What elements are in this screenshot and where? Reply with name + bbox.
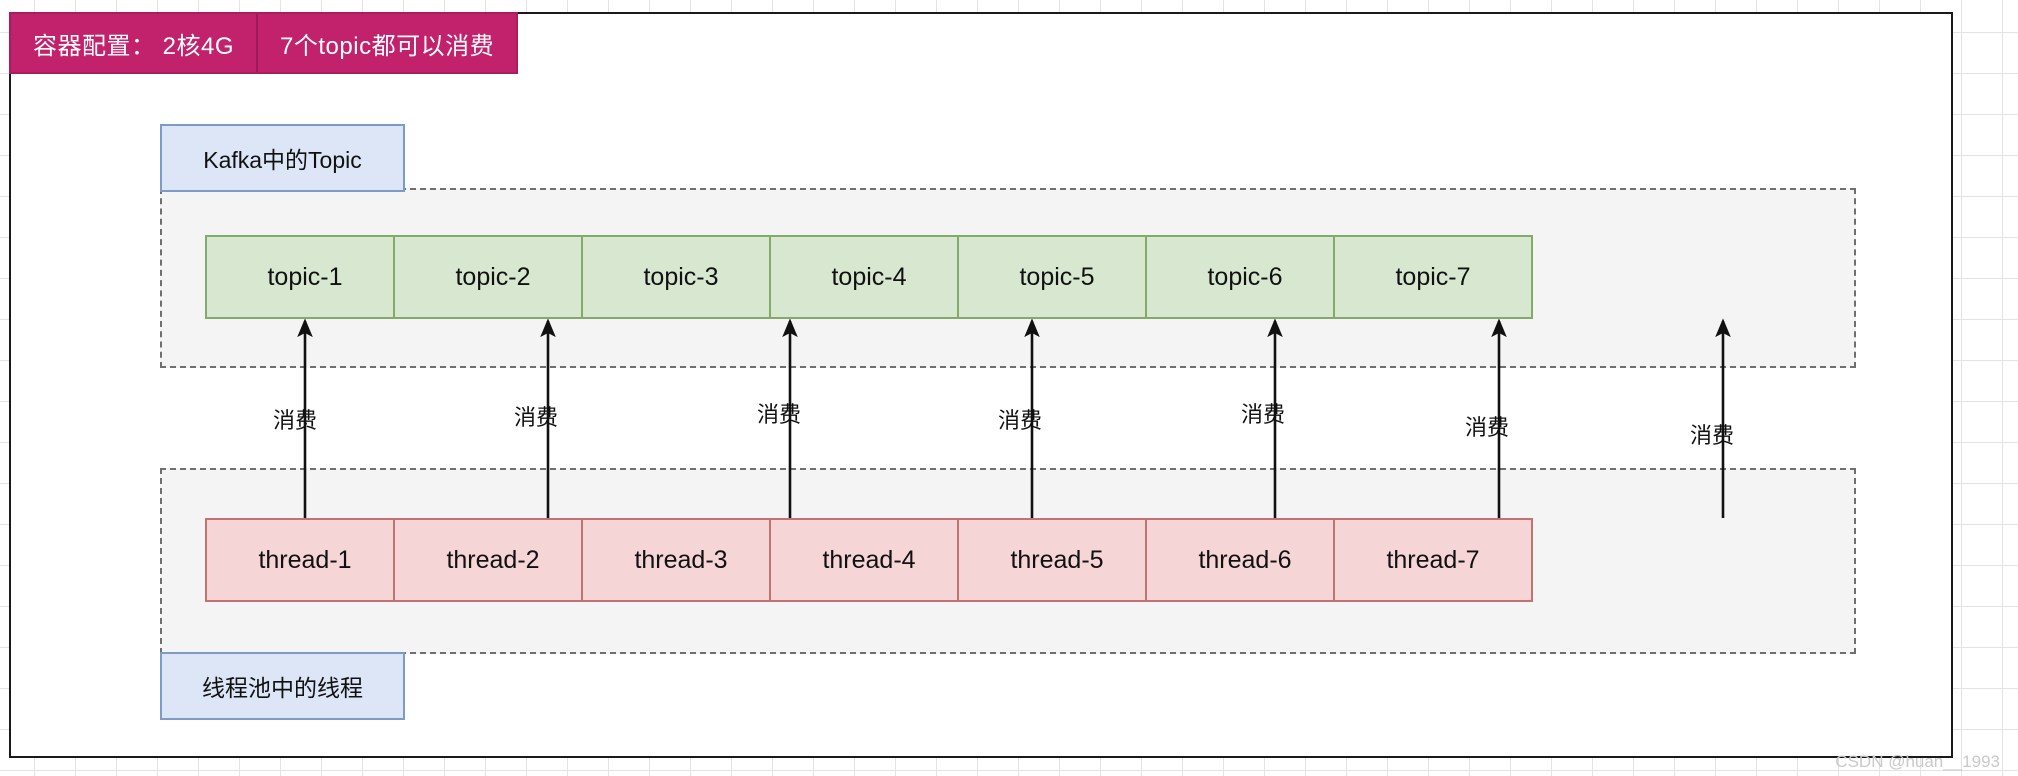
thread-group-caption: 线程池中的线程 <box>160 652 405 720</box>
edge-label-consume: 消费 <box>757 402 802 427</box>
topic-node: topic-6 <box>1145 235 1345 319</box>
edge-label-consume: 消费 <box>1465 415 1510 440</box>
edge-label-consume: 消费 <box>514 405 559 430</box>
thread-node: thread-4 <box>769 518 969 602</box>
topic-node: topic-2 <box>393 235 593 319</box>
banner-cell-topic-consume-note: 7个topic都可以消费 <box>256 14 516 72</box>
thread-node: thread-6 <box>1145 518 1345 602</box>
edge-label-consume: 消费 <box>273 408 318 433</box>
edge-label-consume: 消费 <box>998 408 1043 433</box>
edge-label-consume: 消费 <box>1241 402 1286 427</box>
topic-group-caption: Kafka中的Topic <box>160 124 405 192</box>
thread-node: thread-2 <box>393 518 593 602</box>
thread-node: thread-3 <box>581 518 781 602</box>
header-banner: 容器配置： 2核4G 7个topic都可以消费 <box>9 12 519 74</box>
banner-cell-container-config: 容器配置： 2核4G <box>33 32 235 60</box>
topic-node: topic-5 <box>957 235 1157 319</box>
topic-node: topic-1 <box>205 235 405 319</box>
watermark: CSDN @huan__1993 <box>1835 752 2000 771</box>
topic-node: topic-7 <box>1333 235 1533 319</box>
topic-node: topic-4 <box>769 235 969 319</box>
thread-node: thread-7 <box>1333 518 1533 602</box>
topic-node: topic-3 <box>581 235 781 319</box>
thread-node: thread-1 <box>205 518 405 602</box>
edge-label-consume: 消费 <box>1690 423 1735 448</box>
thread-node: thread-5 <box>957 518 1157 602</box>
